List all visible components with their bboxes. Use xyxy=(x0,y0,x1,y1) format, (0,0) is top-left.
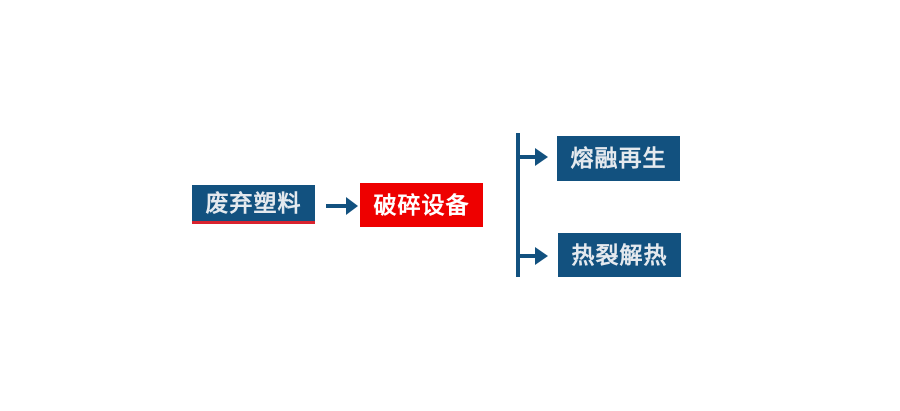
node-waste-plastic[interactable]: 废弃塑料 xyxy=(192,185,315,224)
node-pyrolysis-heat-label: 热裂解热 xyxy=(571,241,668,268)
node-melt-regeneration[interactable]: 熔融再生 xyxy=(557,136,680,181)
branch-split-icon xyxy=(508,126,564,284)
node-waste-plastic-label: 废弃塑料 xyxy=(205,189,302,216)
node-crushing-equipment-label: 破碎设备 xyxy=(373,191,470,218)
node-melt-regeneration-label: 熔融再生 xyxy=(570,145,667,171)
node-pyrolysis-heat[interactable]: 热裂解热 xyxy=(558,233,681,277)
arrow-right-icon xyxy=(322,190,362,222)
node-crushing-equipment[interactable]: 破碎设备 xyxy=(360,183,483,227)
